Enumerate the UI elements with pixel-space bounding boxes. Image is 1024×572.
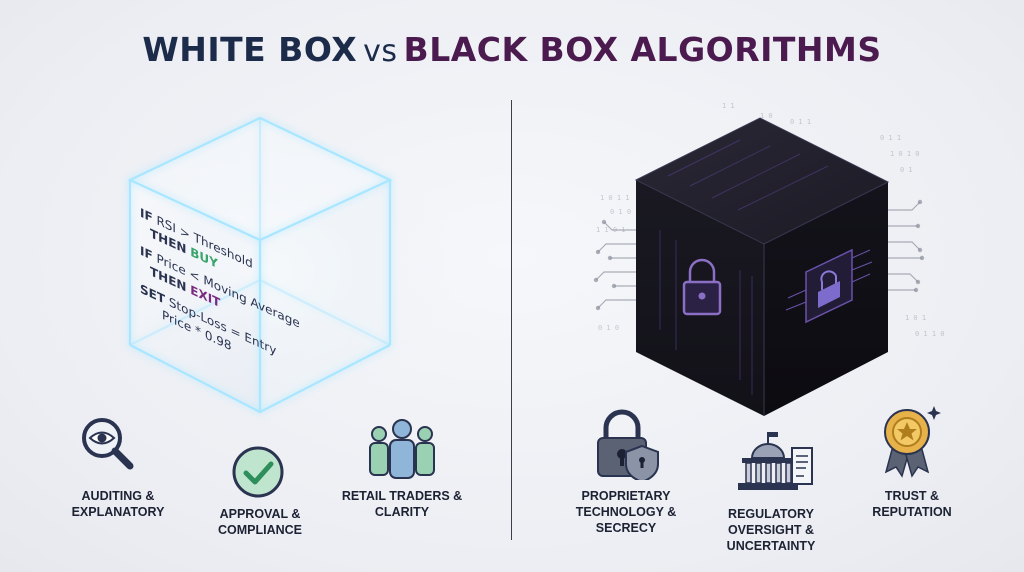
government-building-icon <box>738 432 813 490</box>
svg-text:0 1: 0 1 <box>900 166 913 174</box>
svg-text:0 1 0: 0 1 0 <box>598 324 619 332</box>
svg-text:1 0 1: 1 0 1 <box>905 314 926 322</box>
feature-label-auditing: AUDITING & EXPLANATORY <box>71 489 165 519</box>
svg-text:0 1 0: 0 1 0 <box>610 208 631 216</box>
title-white-box: WHITE BOX <box>142 30 358 69</box>
chip-lock-icon <box>785 248 873 324</box>
feature-label-trust: TRUST & REPUTATION <box>872 489 952 519</box>
svg-text:0 1 1: 0 1 1 <box>790 118 811 126</box>
glass-cube-illustration: IF RSI > Threshold THEN BUY IF Price < M… <box>75 116 455 420</box>
svg-text:1 0: 1 0 <box>760 112 773 120</box>
svg-text:1 1: 1 1 <box>722 102 735 110</box>
feature-label-regulatory: REGULATORY OVERSIGHT & UNCERTAINTY <box>726 507 816 553</box>
title-vs: vs <box>363 34 398 69</box>
data-stream-pattern: 1 0 1 1 0 1 0 1 1 0 1 0 1 1 1 0 1 0 0 1 1 0 … <box>596 102 945 338</box>
padlock-icon <box>682 258 722 316</box>
lock-shield-icon <box>597 409 659 480</box>
svg-text:1 0 1 0: 1 0 1 0 <box>890 150 920 158</box>
svg-text:1 0 1 1: 1 0 1 1 <box>600 194 630 202</box>
circuit-traces <box>595 201 922 309</box>
feature-label-approval: APPROVAL & COMPLIANCE <box>217 507 303 537</box>
feature-label-retail: RETAIL TRADERS & CLARITY <box>341 489 463 519</box>
award-medal-icon <box>884 406 941 478</box>
feature-label-proprietary: PROPRIETARY TECHNOLOGY & SECRECY <box>575 489 677 535</box>
rule-keyword: IF <box>140 243 153 263</box>
svg-text:0 1 1 0: 0 1 1 0 <box>915 330 945 338</box>
center-divider <box>511 100 512 540</box>
people-group-icon <box>369 419 435 479</box>
dark-cube-illustration: 1 0 1 1 0 1 0 1 1 0 1 0 1 1 1 0 1 0 0 1 1 0 … <box>593 102 945 416</box>
title-black-box: BLACK BOX ALGORITHMS <box>403 30 882 69</box>
rule-keyword: IF <box>140 205 153 225</box>
svg-text:0 1 1: 0 1 1 <box>880 134 901 142</box>
svg-text:1 1 0 1: 1 1 0 1 <box>596 226 626 234</box>
magnifier-eye-icon <box>82 418 134 470</box>
check-circle-icon <box>232 446 284 498</box>
